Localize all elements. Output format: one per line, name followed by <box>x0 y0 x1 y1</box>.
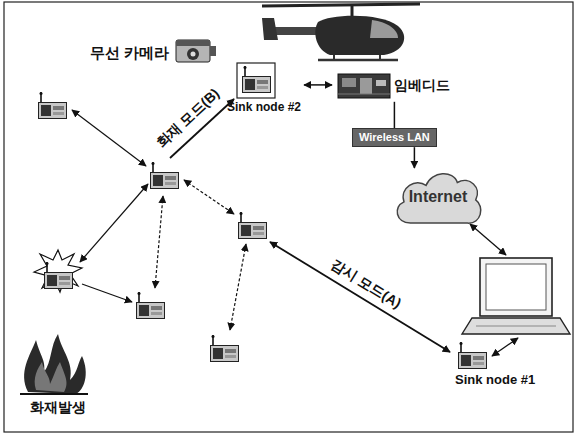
embedded-board-icon <box>360 78 372 94</box>
sink-node-1-icon <box>459 342 487 369</box>
wireless-camera-icon <box>176 40 216 62</box>
wireless-camera-icon <box>191 52 196 57</box>
frame-border <box>4 2 573 432</box>
mote-links <box>230 244 246 330</box>
helicopter <box>370 20 398 38</box>
helicopter <box>262 18 278 40</box>
sink-node-2-icon <box>237 63 275 98</box>
helicopter <box>318 59 398 62</box>
sink-node-1-icon <box>459 342 487 369</box>
laptop-icon <box>486 264 546 310</box>
fire-burst <box>45 262 73 289</box>
sink-node-2-icon <box>243 66 271 93</box>
node-label: Sink node #1 <box>455 372 535 388</box>
node-label: Wireless LAN <box>359 131 430 144</box>
fire-flames <box>20 393 88 395</box>
connector-arrow <box>414 147 416 168</box>
embedded-board-icon <box>342 78 356 87</box>
mote-links <box>80 184 148 262</box>
embedded-node: 임베디드 <box>332 68 454 102</box>
laptop-icon <box>462 318 570 334</box>
sink-node-2-icon <box>237 63 275 98</box>
sensor-motes <box>239 212 267 239</box>
wireless-camera-icon <box>210 46 216 56</box>
embedded-board-icon <box>338 74 390 98</box>
fire-label: 화재발생 <box>30 399 86 416</box>
sink-node: Sink node #1 <box>452 340 538 390</box>
sensor-motes <box>39 92 67 119</box>
embedded-board-icon <box>338 94 390 95</box>
mote-links <box>184 180 234 214</box>
mote-links <box>155 196 163 288</box>
cloud-outline <box>397 174 481 223</box>
node-label: 임베디드 <box>394 77 450 94</box>
sensor-motes <box>137 292 165 319</box>
sensor-motes <box>211 335 239 362</box>
fire-flames <box>35 362 67 392</box>
helicopter <box>351 5 354 17</box>
laptop-icon <box>462 258 570 334</box>
internet-laptop-arrow <box>470 224 506 255</box>
embedded-board-icon <box>376 80 386 86</box>
fire-burst <box>34 250 82 292</box>
monitor-mode-arrow <box>270 242 450 352</box>
sink-laptop-arrow <box>492 338 518 356</box>
node-label: 무선 카메라 <box>90 44 169 62</box>
connector-arrow <box>304 84 332 86</box>
laptop-icon <box>480 258 552 316</box>
camera-node: 무선 카메라 <box>86 42 173 64</box>
helicopter <box>262 4 420 6</box>
connector-arrow <box>394 102 396 128</box>
helicopter <box>315 16 404 55</box>
mote-links <box>82 284 132 302</box>
wireless-camera-icon <box>176 40 210 46</box>
internet-cloud: Internet <box>392 168 484 226</box>
fire-burst <box>34 250 82 292</box>
wireless-camera-icon <box>187 48 199 60</box>
wlan-box: Wireless LAN <box>352 128 437 147</box>
helicopter <box>262 4 420 60</box>
fire-flames <box>24 334 86 394</box>
node-label: Sink node #2 <box>227 100 301 114</box>
sensor-motes <box>151 162 179 189</box>
sensor-motes <box>39 92 267 362</box>
node-label: Internet <box>409 187 468 206</box>
wireless-camera-icon <box>176 40 210 62</box>
sink-node: Sink node #2 <box>224 62 304 116</box>
embedded-board-icon <box>338 74 390 98</box>
laptop-icon <box>476 326 556 327</box>
mote-links <box>72 110 146 166</box>
fire-flames <box>20 334 88 394</box>
